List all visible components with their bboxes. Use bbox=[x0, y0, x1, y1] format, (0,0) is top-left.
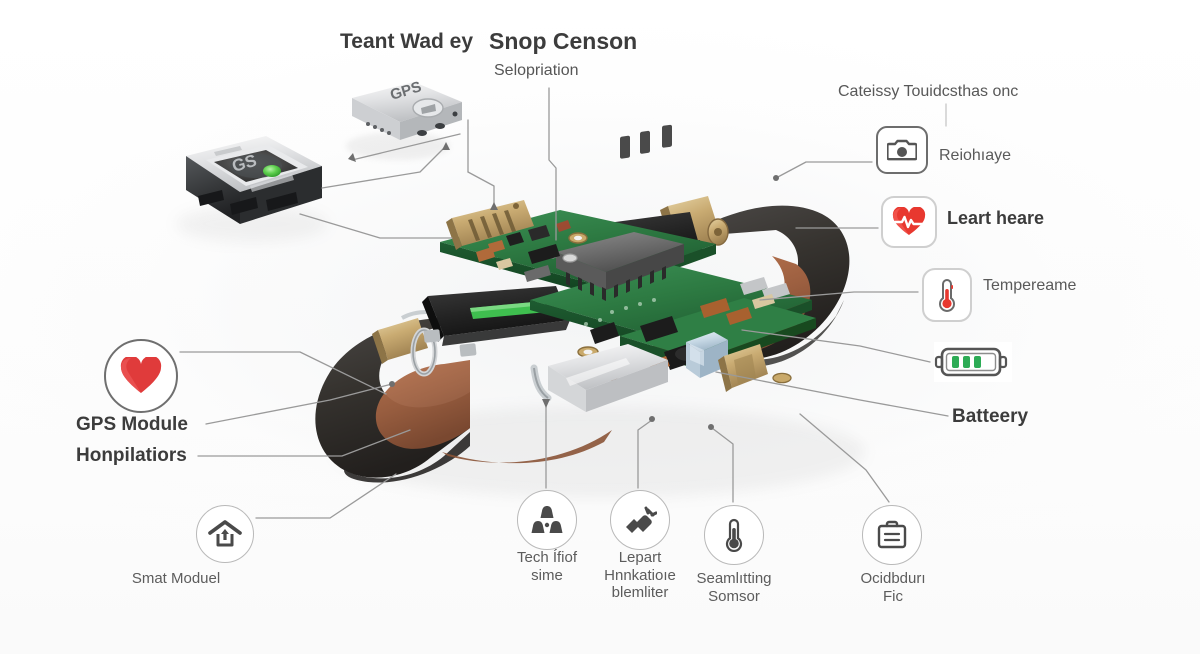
callout-label-sensor: Seamlıtting Somsor bbox=[696, 570, 772, 605]
callout-label-tech: Tech Ífiof sime bbox=[516, 549, 578, 584]
camera-icon bbox=[887, 139, 917, 161]
heart-pulse-icon bbox=[892, 207, 926, 235]
gps-tracker-device: GS bbox=[176, 136, 328, 242]
callout-label-smart-module: Smat Moduel bbox=[131, 570, 221, 587]
plug-icon bbox=[626, 506, 657, 533]
callout-label-epart: Lepart Hnnkatioıe blemliter bbox=[604, 549, 676, 602]
device-base-shell bbox=[548, 344, 668, 412]
leader-camera bbox=[775, 161, 873, 179]
heading-sensor: Snop Censon bbox=[489, 28, 638, 54]
battery-module-left bbox=[422, 237, 570, 357]
thermometer-icon bbox=[939, 278, 955, 312]
sensor-icon-badge bbox=[704, 505, 764, 565]
callout-label-camera: Reiohıaye bbox=[939, 147, 1012, 164]
callout-label-battery: Batteery bbox=[952, 406, 1029, 427]
gps-puck-device: GPS bbox=[346, 78, 462, 160]
briefcase-icon-badge bbox=[862, 505, 922, 565]
battery-icon-badge bbox=[934, 342, 1012, 382]
heart-icon-badge bbox=[104, 339, 178, 413]
smd-components-rear bbox=[476, 220, 571, 282]
subheading-sensor: Selopriation bbox=[494, 62, 579, 79]
briefcase-icon bbox=[877, 520, 907, 549]
heading-right-group: Cateissy Touidcsthas onc bbox=[838, 83, 1019, 100]
battery-icon bbox=[934, 347, 1008, 377]
callout-label-gps-module: GPS Module bbox=[76, 414, 188, 435]
hazard-icon bbox=[531, 506, 563, 533]
smart-module-icon-badge bbox=[196, 505, 254, 563]
heart-rate-icon-badge bbox=[881, 196, 937, 248]
callout-label-honpilatiors: Honpilatiors bbox=[76, 445, 187, 466]
crystal-sensor bbox=[686, 332, 728, 378]
plug-icon-badge bbox=[610, 490, 670, 550]
callout-label-heart-rate: Leart heare bbox=[947, 208, 1045, 228]
leader-puck-down2 bbox=[467, 171, 495, 207]
callout-label-ocid: Ocidbdurı Fic bbox=[860, 570, 926, 605]
hazard-icon-badge bbox=[517, 490, 577, 550]
heart-icon bbox=[120, 357, 162, 393]
camera-icon-badge bbox=[876, 126, 928, 174]
callout-label-temperature: Tempereame bbox=[983, 277, 1077, 294]
temperature-icon-badge bbox=[922, 268, 972, 322]
home-upload-icon bbox=[208, 520, 242, 547]
arrowhead-c bbox=[348, 153, 356, 162]
dot-camera bbox=[773, 175, 779, 181]
heading-tracker: Teant Wad ey bbox=[340, 30, 474, 53]
thermometer-icon bbox=[725, 518, 743, 552]
